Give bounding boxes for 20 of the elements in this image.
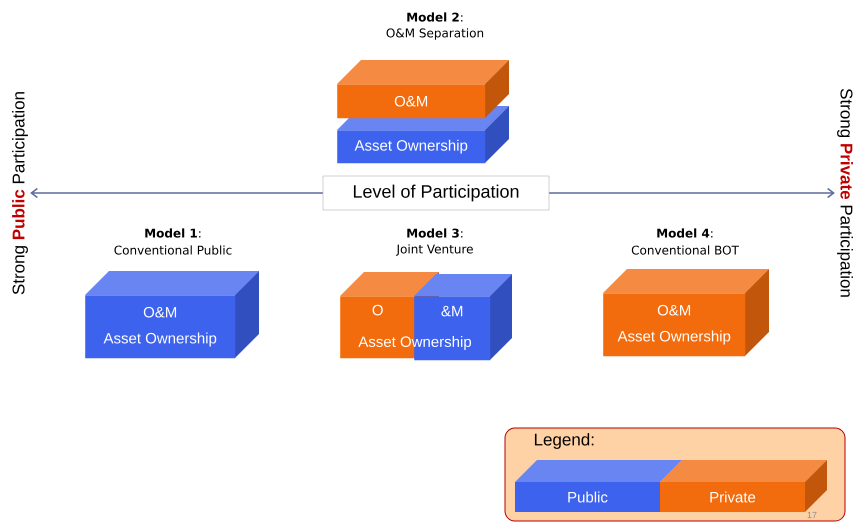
model-title: Conventional Public xyxy=(114,245,232,255)
arrow xyxy=(549,188,835,198)
model-title: Model 1: xyxy=(145,228,200,238)
legend-title: Legend: xyxy=(534,433,594,449)
page-number: 17 xyxy=(808,512,817,518)
model-title: Model 4: xyxy=(657,228,712,238)
block: O&M Asset Ownership xyxy=(85,271,259,358)
model-title: Joint Venture xyxy=(396,244,473,256)
legend-text: Public xyxy=(568,492,608,502)
arrow xyxy=(30,188,323,198)
model-title: Model 3: xyxy=(407,228,462,238)
block: O&M Asset Ownership xyxy=(603,269,769,356)
block: O&M xyxy=(337,60,509,118)
model-title: Conventional BOT xyxy=(632,245,739,255)
legend-text: Private xyxy=(710,492,756,502)
model-title: Model 2: xyxy=(407,12,462,22)
label-box: Level of Participation xyxy=(322,176,550,210)
model-title: O&M Separation xyxy=(386,28,484,40)
side-text: Strong Public Participation xyxy=(12,92,28,294)
side-text: Strong Private Participation xyxy=(837,88,853,297)
